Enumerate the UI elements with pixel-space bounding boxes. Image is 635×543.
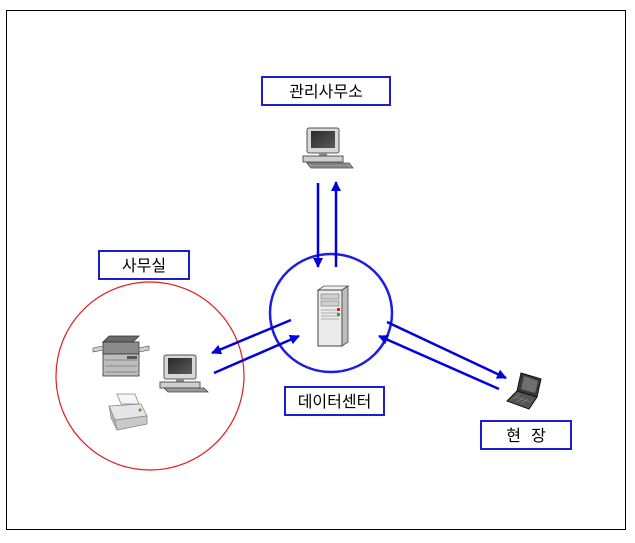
printer-icon [108,393,148,431]
site-label: 현 장 [480,420,572,450]
desktop-computer-icon [302,127,354,169]
desktop-computer-icon [159,354,209,393]
data-center-label: 데이터센터 [284,386,385,416]
office-zone-circle [55,281,245,471]
laptop-icon [506,372,542,410]
arrow-office-to-datacenter [213,334,300,375]
server-tower-icon [316,285,350,347]
copier-icon [92,335,150,377]
arrow-datacenter-to-site [386,320,507,380]
admin-office-label: 관리사무소 [261,76,391,106]
diagram-frame [6,10,626,530]
arrow-datacenter-to-office [211,318,292,355]
arrow-site-to-datacenter [378,334,500,391]
office-label: 사무실 [98,250,190,280]
datacenter-zone-circle [268,252,394,374]
